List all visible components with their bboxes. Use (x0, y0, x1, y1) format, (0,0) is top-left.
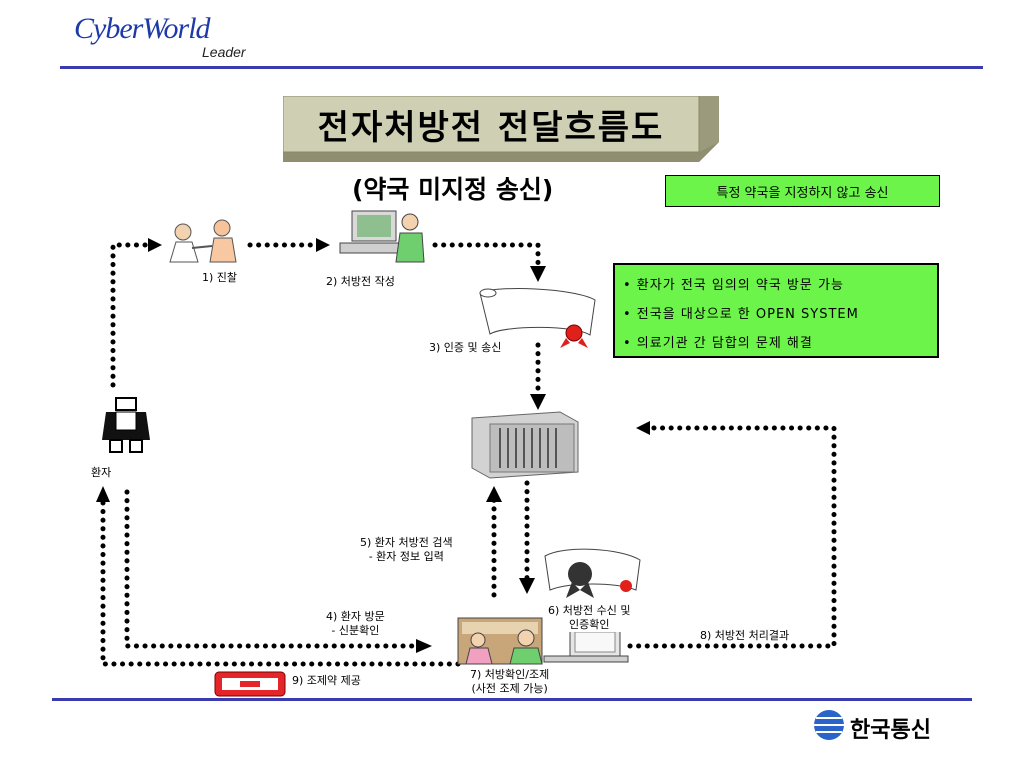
arrowhead (96, 486, 110, 502)
doctor-computer-icon (339, 210, 425, 263)
arrowhead (486, 486, 502, 502)
cyberworld-logo: CyberWorld Leader (74, 8, 274, 64)
step-5-line-2: - 환자 정보 입력 (368, 550, 444, 563)
page-subtitle: (약국 미지정 송신) (352, 175, 554, 204)
arrowhead (316, 238, 330, 252)
step-6-line-1: 6) 처방전 수신 및 (548, 604, 631, 617)
step-7-line-2: (사전 조제 가능) (471, 682, 548, 695)
pharmacy-icon (457, 617, 629, 665)
feature-item: • 환자가 전국 임의의 약국 방문 가능 (623, 278, 844, 293)
step-7-label: 7) 처방확인/조제 (사전 조제 가능) (470, 668, 550, 696)
flow-pc-to-cert (432, 242, 541, 271)
flow-result-to-server (627, 425, 837, 649)
step-5-line-1: 5) 환자 처방전 검색 (360, 536, 453, 549)
arrowhead (519, 578, 535, 594)
page-title: 전자처방전 전달흐름도 (317, 107, 665, 148)
step-7-line-1: 7) 처방확인/조제 (470, 668, 550, 681)
logo-main-text: CyberWorld (74, 12, 211, 45)
flow-medicine-return (100, 495, 461, 667)
company-name: 한국통신 (850, 718, 931, 743)
certificate-scroll-icon (479, 288, 596, 348)
note-box: 특정 약국을 지정하지 않고 송신 (665, 175, 940, 207)
step-5-label: 5) 환자 처방전 검색 - 환자 정보 입력 (360, 536, 453, 564)
company-globe-icon (814, 710, 844, 740)
server-rack-icon (471, 411, 579, 479)
certificate-ribbon-icon (544, 548, 641, 598)
step-4-line-2: - 신분확인 (331, 624, 380, 637)
arrowhead (636, 421, 650, 435)
title-box: 전자처방전 전달흐름도 (283, 96, 719, 162)
doctor-examination-icon (169, 219, 237, 263)
feature-list: • 환자가 전국 임의의 약국 방문 가능 • 전국을 대상으로 한 OPEN … (613, 263, 939, 358)
arrowhead (530, 394, 546, 410)
step-1-label: 1) 진찰 (202, 271, 238, 285)
feature-item: • 의료기관 간 담합의 문제 해결 (623, 336, 813, 351)
step-2-label: 2) 처방전 작성 (326, 275, 395, 289)
flow-patient-visit (124, 489, 421, 649)
step-4-line-1: 4) 환자 방문 (326, 610, 385, 623)
step-9-label: 9) 조제약 제공 (292, 674, 361, 688)
arrowhead (148, 238, 162, 252)
step-4-label: 4) 환자 방문 - 신분확인 (326, 610, 385, 638)
arrowhead (416, 639, 432, 653)
step-3-label: 3) 인증 및 송신 (429, 341, 502, 355)
logo-sub-text: Leader (202, 44, 246, 60)
flow-patient-to-doctor (110, 242, 153, 388)
patient-label: 환자 (91, 466, 112, 480)
step-6-line-2: 인증확인 (569, 618, 610, 631)
bottom-divider (52, 698, 972, 701)
arrowhead (530, 266, 546, 282)
medicine-box-icon (214, 671, 286, 697)
step-6-label: 6) 처방전 수신 및 인증확인 (548, 604, 631, 632)
step-8-label: 8) 처방전 처리결과 (700, 629, 790, 643)
top-divider (60, 66, 983, 69)
patient-icon (102, 397, 150, 453)
feature-item: • 전국을 대상으로 한 OPEN SYSTEM (623, 307, 859, 322)
title-bevel-shape (283, 96, 719, 162)
